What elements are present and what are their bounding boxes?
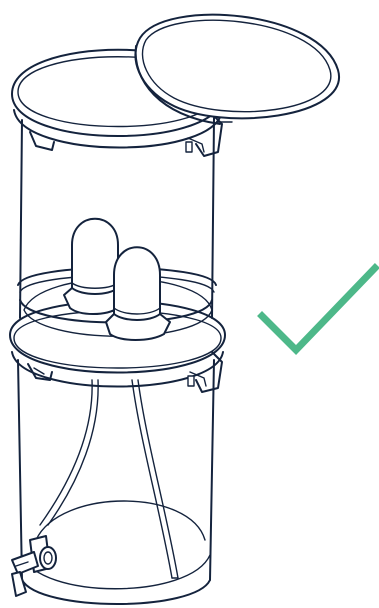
filter-candle-right	[106, 247, 170, 340]
checkmark-icon	[262, 268, 375, 350]
spigot-tap	[12, 536, 56, 596]
